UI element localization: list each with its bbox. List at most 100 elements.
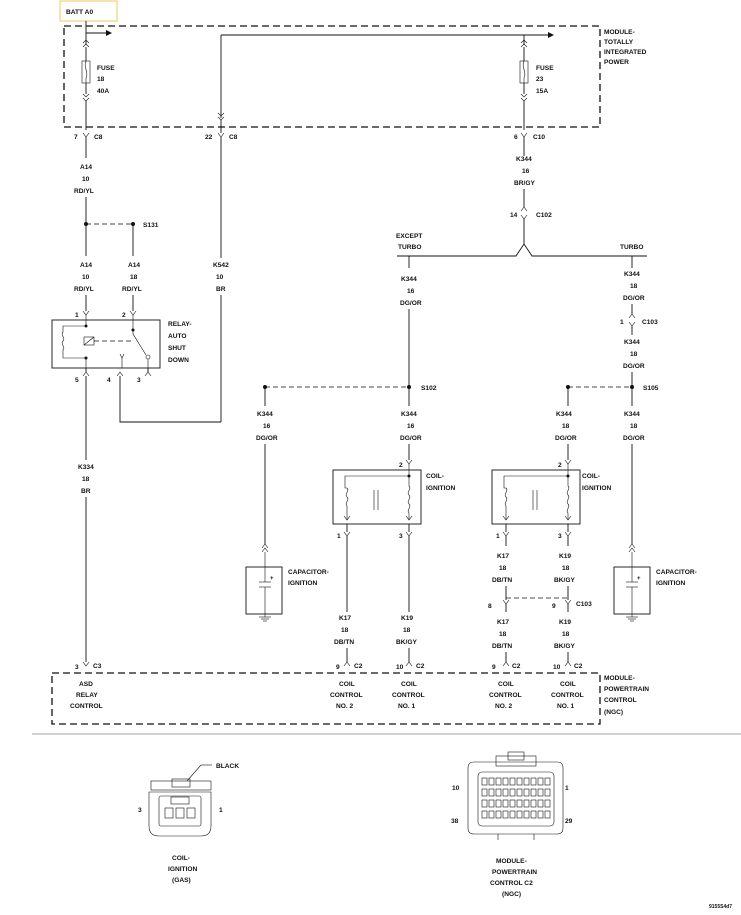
svg-text:AUTO: AUTO bbox=[168, 333, 187, 340]
connector-c102-pin14: 14 C102 bbox=[510, 206, 552, 220]
svg-text:INTEGRATED: INTEGRATED bbox=[604, 49, 647, 56]
svg-text:C10: C10 bbox=[533, 134, 545, 141]
svg-text:COIL: COIL bbox=[401, 681, 417, 688]
svg-text:C2: C2 bbox=[574, 663, 583, 670]
svg-text:CONTROL C2: CONTROL C2 bbox=[490, 880, 533, 887]
svg-text:ASD: ASD bbox=[79, 681, 93, 688]
pcm-pin-cavity bbox=[523, 777, 530, 786]
branch-except-turbo-label: EXCEPT TURBO bbox=[396, 233, 422, 251]
svg-text:1: 1 bbox=[75, 312, 79, 319]
svg-text:C2: C2 bbox=[354, 663, 363, 670]
wire-k542-label: K542 10 BR bbox=[213, 262, 229, 293]
pcm-pin-cavity bbox=[488, 799, 495, 808]
svg-text:DB/TN: DB/TN bbox=[492, 577, 512, 584]
svg-text:6: 6 bbox=[514, 134, 518, 141]
connector-c2-pin10-left: 10 C2 bbox=[396, 661, 425, 671]
wire-k344-c10-label: K344 16 BR/GY bbox=[514, 156, 535, 187]
svg-text:NO. 2: NO. 2 bbox=[336, 703, 354, 710]
svg-text:(NGC): (NGC) bbox=[502, 891, 521, 898]
svg-text:MODULE-: MODULE- bbox=[604, 29, 635, 36]
svg-text:K344: K344 bbox=[401, 411, 417, 418]
svg-text:BR: BR bbox=[216, 286, 226, 293]
coil-left-label: COIL- IGNITION bbox=[426, 473, 456, 492]
svg-text:(NGC): (NGC) bbox=[604, 709, 623, 716]
svg-text:MODULE-: MODULE- bbox=[496, 858, 527, 865]
svg-text:DG/OR: DG/OR bbox=[400, 435, 422, 442]
splice-s105-label: S105 bbox=[643, 385, 659, 392]
svg-text:MODULE-: MODULE- bbox=[604, 675, 635, 682]
coil-connector-title: COIL- IGNITION (GAS) bbox=[168, 855, 198, 884]
svg-text:16: 16 bbox=[407, 288, 415, 295]
pcm-pin-cavity bbox=[537, 810, 544, 819]
batt-label: BATT A0 bbox=[66, 9, 93, 16]
svg-text:16: 16 bbox=[407, 423, 415, 430]
svg-text:CONTROL: CONTROL bbox=[330, 692, 363, 699]
connector-c10-pin6: 6 C10 bbox=[514, 132, 545, 141]
svg-text:40A: 40A bbox=[97, 88, 109, 95]
svg-text:DG/OR: DG/OR bbox=[623, 363, 645, 370]
svg-text:C103: C103 bbox=[576, 601, 592, 608]
svg-text:NO. 1: NO. 1 bbox=[557, 703, 575, 710]
svg-text:K19: K19 bbox=[559, 619, 571, 626]
connector-c8-pin7: 7 C8 bbox=[74, 132, 103, 141]
pcm-pin-cavity bbox=[530, 799, 537, 808]
svg-text:+: + bbox=[637, 576, 641, 582]
wire-k334-label: K334 18 BR bbox=[78, 464, 94, 495]
coil-left-pins: 1 3 bbox=[337, 531, 413, 540]
svg-text:FUSE: FUSE bbox=[536, 65, 554, 72]
svg-text:EXCEPT: EXCEPT bbox=[396, 233, 422, 240]
svg-text:COIL: COIL bbox=[498, 681, 514, 688]
svg-text:DOWN: DOWN bbox=[168, 357, 189, 364]
coil-ignition-left: 2 bbox=[332, 459, 422, 525]
svg-text:10: 10 bbox=[82, 274, 90, 281]
svg-text:RD/YL: RD/YL bbox=[74, 286, 94, 293]
pcm-pin-cavity bbox=[530, 810, 537, 819]
pcm-pin-cavity bbox=[488, 810, 495, 819]
coil-connector-pin1: 1 bbox=[219, 807, 223, 814]
coil-right-pins: 1 3 bbox=[496, 531, 572, 540]
svg-text:FUSE: FUSE bbox=[97, 65, 115, 72]
svg-text:(GAS): (GAS) bbox=[172, 877, 191, 884]
wire-k344-coil-left-label: K344 16 DG/OR bbox=[400, 411, 422, 442]
svg-text:K17: K17 bbox=[497, 553, 509, 560]
svg-text:K344: K344 bbox=[516, 156, 532, 163]
svg-text:18: 18 bbox=[562, 631, 570, 638]
svg-text:CONTROL: CONTROL bbox=[604, 697, 637, 704]
wire-k17-right-top-label: K17 18 DB/TN bbox=[492, 553, 512, 584]
svg-text:9: 9 bbox=[552, 603, 556, 610]
svg-text:18: 18 bbox=[499, 565, 507, 572]
svg-text:+: + bbox=[270, 576, 274, 582]
svg-text:BK/GY: BK/GY bbox=[554, 577, 575, 584]
pcm-pin-cavity bbox=[544, 810, 551, 819]
svg-text:4: 4 bbox=[107, 377, 111, 384]
svg-text:NO. 1: NO. 1 bbox=[398, 703, 416, 710]
svg-text:K17: K17 bbox=[497, 619, 509, 626]
coil-connector-color-label: BLACK bbox=[216, 763, 239, 770]
pcm-pin-cavity bbox=[530, 777, 537, 786]
pcm-pin-cavity bbox=[537, 799, 544, 808]
wire-k19-right-bot-label: K19 18 BK/GY bbox=[554, 619, 575, 650]
pcm-pin-cavity bbox=[516, 777, 523, 786]
svg-text:18: 18 bbox=[499, 631, 507, 638]
svg-text:3: 3 bbox=[399, 533, 403, 540]
pcm-asd-relay-control-label: ASD RELAY CONTROL bbox=[70, 681, 103, 710]
svg-text:IGNITION: IGNITION bbox=[426, 485, 456, 492]
connector-c2-pin9-right: 9 C2 bbox=[492, 661, 521, 671]
relay-label: RELAY- AUTO SHUT DOWN bbox=[168, 321, 192, 364]
pcm-pin-cavity bbox=[516, 799, 523, 808]
wire-k19-right-top-label: K19 18 BK/GY bbox=[554, 553, 575, 584]
connector-c2-pin10-right: 10 C2 bbox=[553, 661, 583, 671]
svg-text:K344: K344 bbox=[257, 411, 273, 418]
svg-text:POWERTRAIN: POWERTRAIN bbox=[492, 869, 537, 876]
pcm-pin-cavity bbox=[495, 799, 502, 808]
svg-text:C2: C2 bbox=[416, 663, 425, 670]
pcm-module-label: MODULE- POWERTRAIN CONTROL (NGC) bbox=[604, 675, 649, 716]
wire-k17-left-label: K17 18 DB/TN bbox=[334, 615, 354, 646]
svg-text:POWER: POWER bbox=[604, 59, 629, 66]
svg-text:BK/GY: BK/GY bbox=[554, 643, 575, 650]
pcm-c2-pin38: 38 bbox=[451, 818, 459, 825]
svg-text:BR: BR bbox=[81, 488, 91, 495]
pcm-pin-cavity bbox=[488, 788, 495, 797]
svg-text:K19: K19 bbox=[401, 615, 413, 622]
svg-text:RELAY-: RELAY- bbox=[168, 321, 192, 328]
